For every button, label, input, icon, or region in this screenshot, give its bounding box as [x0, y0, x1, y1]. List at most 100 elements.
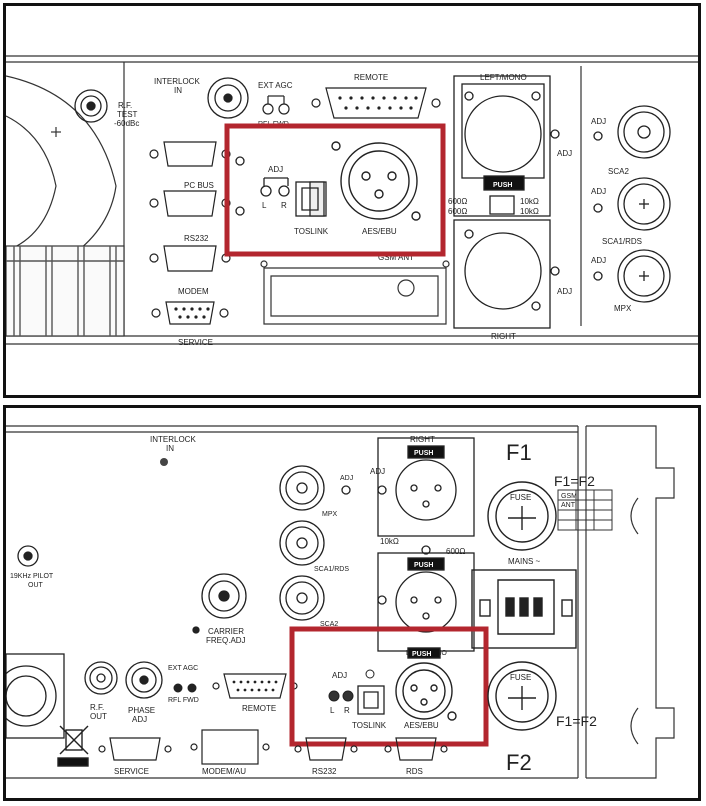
adj-lr-trimmers [235, 156, 290, 216]
db9-connectors [149, 141, 231, 325]
b-ext-agc-jacks [173, 683, 197, 693]
b-right-label: RIGHT [410, 435, 435, 444]
b-phase-connector [125, 661, 163, 699]
right-label: RIGHT [491, 332, 516, 341]
b-ohm10k: 10kΩ [380, 537, 399, 546]
left-mono-xlr [453, 75, 560, 217]
b-right-xlr [377, 437, 475, 555]
mpx-label: MPX [614, 304, 632, 313]
b-rds-label: RDS [406, 767, 423, 776]
ext-agc-label: EXT AGC [258, 81, 293, 90]
b-gsm-ant-grid [557, 489, 613, 531]
interlock-label-1: INTERLOCK [154, 77, 200, 86]
highlight-box-top [224, 123, 446, 257]
bottom-panel-diagram: INTERLOCK IN 19KHz PILOT OUT CARRIER FRE… [3, 405, 701, 801]
b-carrier-label-1: CARRIER [208, 627, 244, 636]
b-modem-au-label: MODEM/AU [202, 767, 246, 776]
rs232-label: RS232 [184, 234, 209, 243]
b-rf-out-connector [84, 661, 118, 695]
sca1-rds-label: SCA1/RDS [602, 237, 642, 246]
rf-test-label-1: R.F. [118, 101, 132, 110]
b-service-label: SERVICE [114, 767, 149, 776]
r-label: R [281, 201, 287, 210]
b-push-label-1: PUSH [414, 450, 433, 457]
modem-label: MODEM [178, 287, 209, 296]
b-bottom-db-connectors [98, 729, 448, 765]
interlock-label-2: IN [174, 86, 182, 95]
b-bnc-connectors [279, 465, 351, 621]
adj-xlr1-label: ADJ [557, 149, 572, 158]
bnc-connectors-right [593, 105, 671, 303]
b-transformer-left [6, 653, 65, 739]
b-f1-eq-f2-b: F1=F2 [556, 713, 597, 729]
rf-test-label-2: TEST [117, 110, 138, 119]
toslink-label: TOSLINK [294, 227, 329, 236]
rf-test-connector [74, 89, 108, 123]
b-ohm600: 600Ω [446, 547, 465, 556]
push-label-top: PUSH [493, 182, 512, 189]
b-f1-eq-f2-a: F1=F2 [554, 473, 595, 489]
b-rfl-fwd-label: RFL FWD [168, 697, 199, 704]
b-ext-agc-label: EXT AGC [168, 665, 198, 672]
b-aes-ebu-xlr [395, 647, 457, 721]
b-gsm-label: GSM [561, 493, 577, 500]
b-mpx-label: MPX [322, 511, 338, 518]
b-l-label: L [330, 706, 335, 715]
b-adj-left-label: ADJ [370, 467, 385, 476]
adj-sca1-label: ADJ [591, 187, 606, 196]
b-f1-label: F1 [506, 440, 532, 465]
rf-test-label-3: -60dBc [114, 119, 139, 128]
right-xlr [453, 219, 560, 329]
bottom-panel-drawing: INTERLOCK IN 19KHz PILOT OUT CARRIER FRE… [6, 425, 675, 779]
b-f2-label: F2 [506, 750, 532, 775]
left-mono-label: LEFT/MONO [480, 73, 527, 82]
transformer [6, 75, 125, 337]
b-carrier-label-2: FREQ.ADJ [206, 636, 246, 645]
adj-xlr2-label: ADJ [557, 287, 572, 296]
b-rf-out-label-1: R.F. [90, 703, 104, 712]
b-interlock-jack [160, 458, 168, 466]
ohm600-a: 600Ω [448, 197, 467, 206]
b-push-label-2: PUSH [414, 562, 433, 569]
sca2-label: SCA2 [608, 167, 629, 176]
gsm-ant-label: GSM ANT [378, 253, 414, 262]
b-phase-label-2: ADJ [132, 715, 147, 724]
b-carrier-knob [192, 573, 247, 634]
bottom-chassis [6, 425, 675, 779]
b-ant-label: ANT [561, 502, 576, 509]
b-rs232-label: RS232 [312, 767, 337, 776]
b-pilot-label-2: OUT [28, 582, 44, 589]
b-fuse-label-1: FUSE [510, 493, 531, 502]
aes-ebu-xlr-connector [331, 141, 421, 221]
adj-mpx-label: ADJ [591, 256, 606, 265]
b-push-label-3: PUSH [412, 651, 431, 658]
highlight-box-bottom [289, 626, 489, 747]
ohm600-b: 600Ω [448, 207, 467, 216]
top-panel-diagram: R.F. TEST -60dBc INTERLOCK IN EXT AGC RF… [3, 3, 701, 398]
ext-agc-jacks [262, 95, 290, 115]
remote-db15-connector [311, 87, 441, 119]
b-mains-socket [471, 569, 577, 649]
b-remote-db15 [212, 673, 298, 699]
aes-ebu-label: AES/EBU [362, 227, 397, 236]
b-sca1-rds-label: SCA1/RDS [314, 566, 349, 573]
b-sca2-label: SCA2 [320, 621, 338, 628]
b-aes-ebu-label: AES/EBU [404, 721, 439, 730]
b-toslink-connector [357, 685, 385, 715]
b-toslink-label: TOSLINK [352, 721, 387, 730]
l-label: L [262, 201, 267, 210]
b-adj-lr-trimmers [328, 669, 375, 702]
b-interlock-label-1: INTERLOCK [150, 435, 196, 444]
gsm-module [260, 260, 450, 325]
b-mains-label: MAINS ~ [508, 557, 541, 566]
b-adj-mpx-label: ADJ [340, 475, 353, 482]
adj-lr-label: ADJ [268, 165, 283, 174]
remote-label: REMOTE [354, 73, 388, 82]
b-pilot-label-1: 19KHz PILOT [10, 573, 54, 580]
b-phase-label-1: PHASE [128, 706, 155, 715]
b-fuse-label-2: FUSE [510, 673, 531, 682]
b-r-label: R [344, 706, 350, 715]
b-remote-label: REMOTE [242, 704, 276, 713]
pc-bus-label: PC BUS [184, 181, 214, 190]
top-panel-drawing: R.F. TEST -60dBc INTERLOCK IN EXT AGC RF… [6, 55, 698, 347]
